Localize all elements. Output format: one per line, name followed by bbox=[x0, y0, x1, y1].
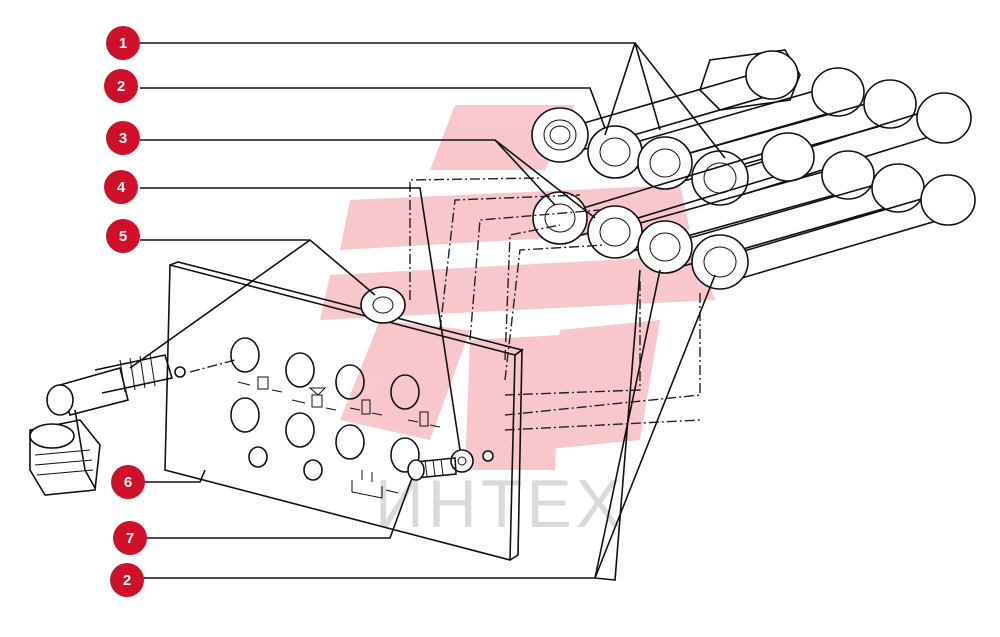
panel-plate bbox=[164, 261, 524, 562]
callout-1: 1 bbox=[106, 26, 140, 60]
panel-holes bbox=[230, 337, 420, 481]
leader-lines bbox=[129, 42, 726, 581]
tube-fitting-lower-1 bbox=[532, 132, 815, 245]
screw bbox=[407, 457, 457, 481]
callout-label: 6 bbox=[124, 474, 132, 491]
callout-6: 6 bbox=[111, 465, 145, 499]
callout-2-bottom: 2 bbox=[110, 563, 144, 597]
assembly-guide-lines bbox=[189, 177, 701, 431]
callout-label: 5 bbox=[119, 228, 127, 245]
callout-label: 2 bbox=[123, 572, 131, 589]
callout-label: 4 bbox=[117, 179, 126, 196]
callout-label: 1 bbox=[119, 35, 127, 52]
tube-fitting-upper-3 bbox=[637, 79, 917, 190]
callout-5: 5 bbox=[106, 219, 140, 253]
callout-label: 7 bbox=[126, 530, 134, 547]
washer bbox=[450, 449, 494, 473]
callout-2-top: 2 bbox=[104, 69, 138, 103]
callout-4: 4 bbox=[104, 170, 138, 204]
angled-fitting bbox=[29, 353, 186, 496]
loose-nut bbox=[360, 286, 406, 324]
callout-3: 3 bbox=[106, 121, 140, 155]
panel-pictograms bbox=[237, 376, 441, 499]
callout-7: 7 bbox=[113, 521, 147, 555]
tube-fittings-group bbox=[531, 49, 976, 290]
callout-label: 2 bbox=[117, 78, 125, 95]
tube-fitting-lower-4 bbox=[691, 174, 976, 290]
tube-fitting-upper-1 bbox=[531, 49, 801, 163]
callout-label: 3 bbox=[119, 130, 127, 147]
